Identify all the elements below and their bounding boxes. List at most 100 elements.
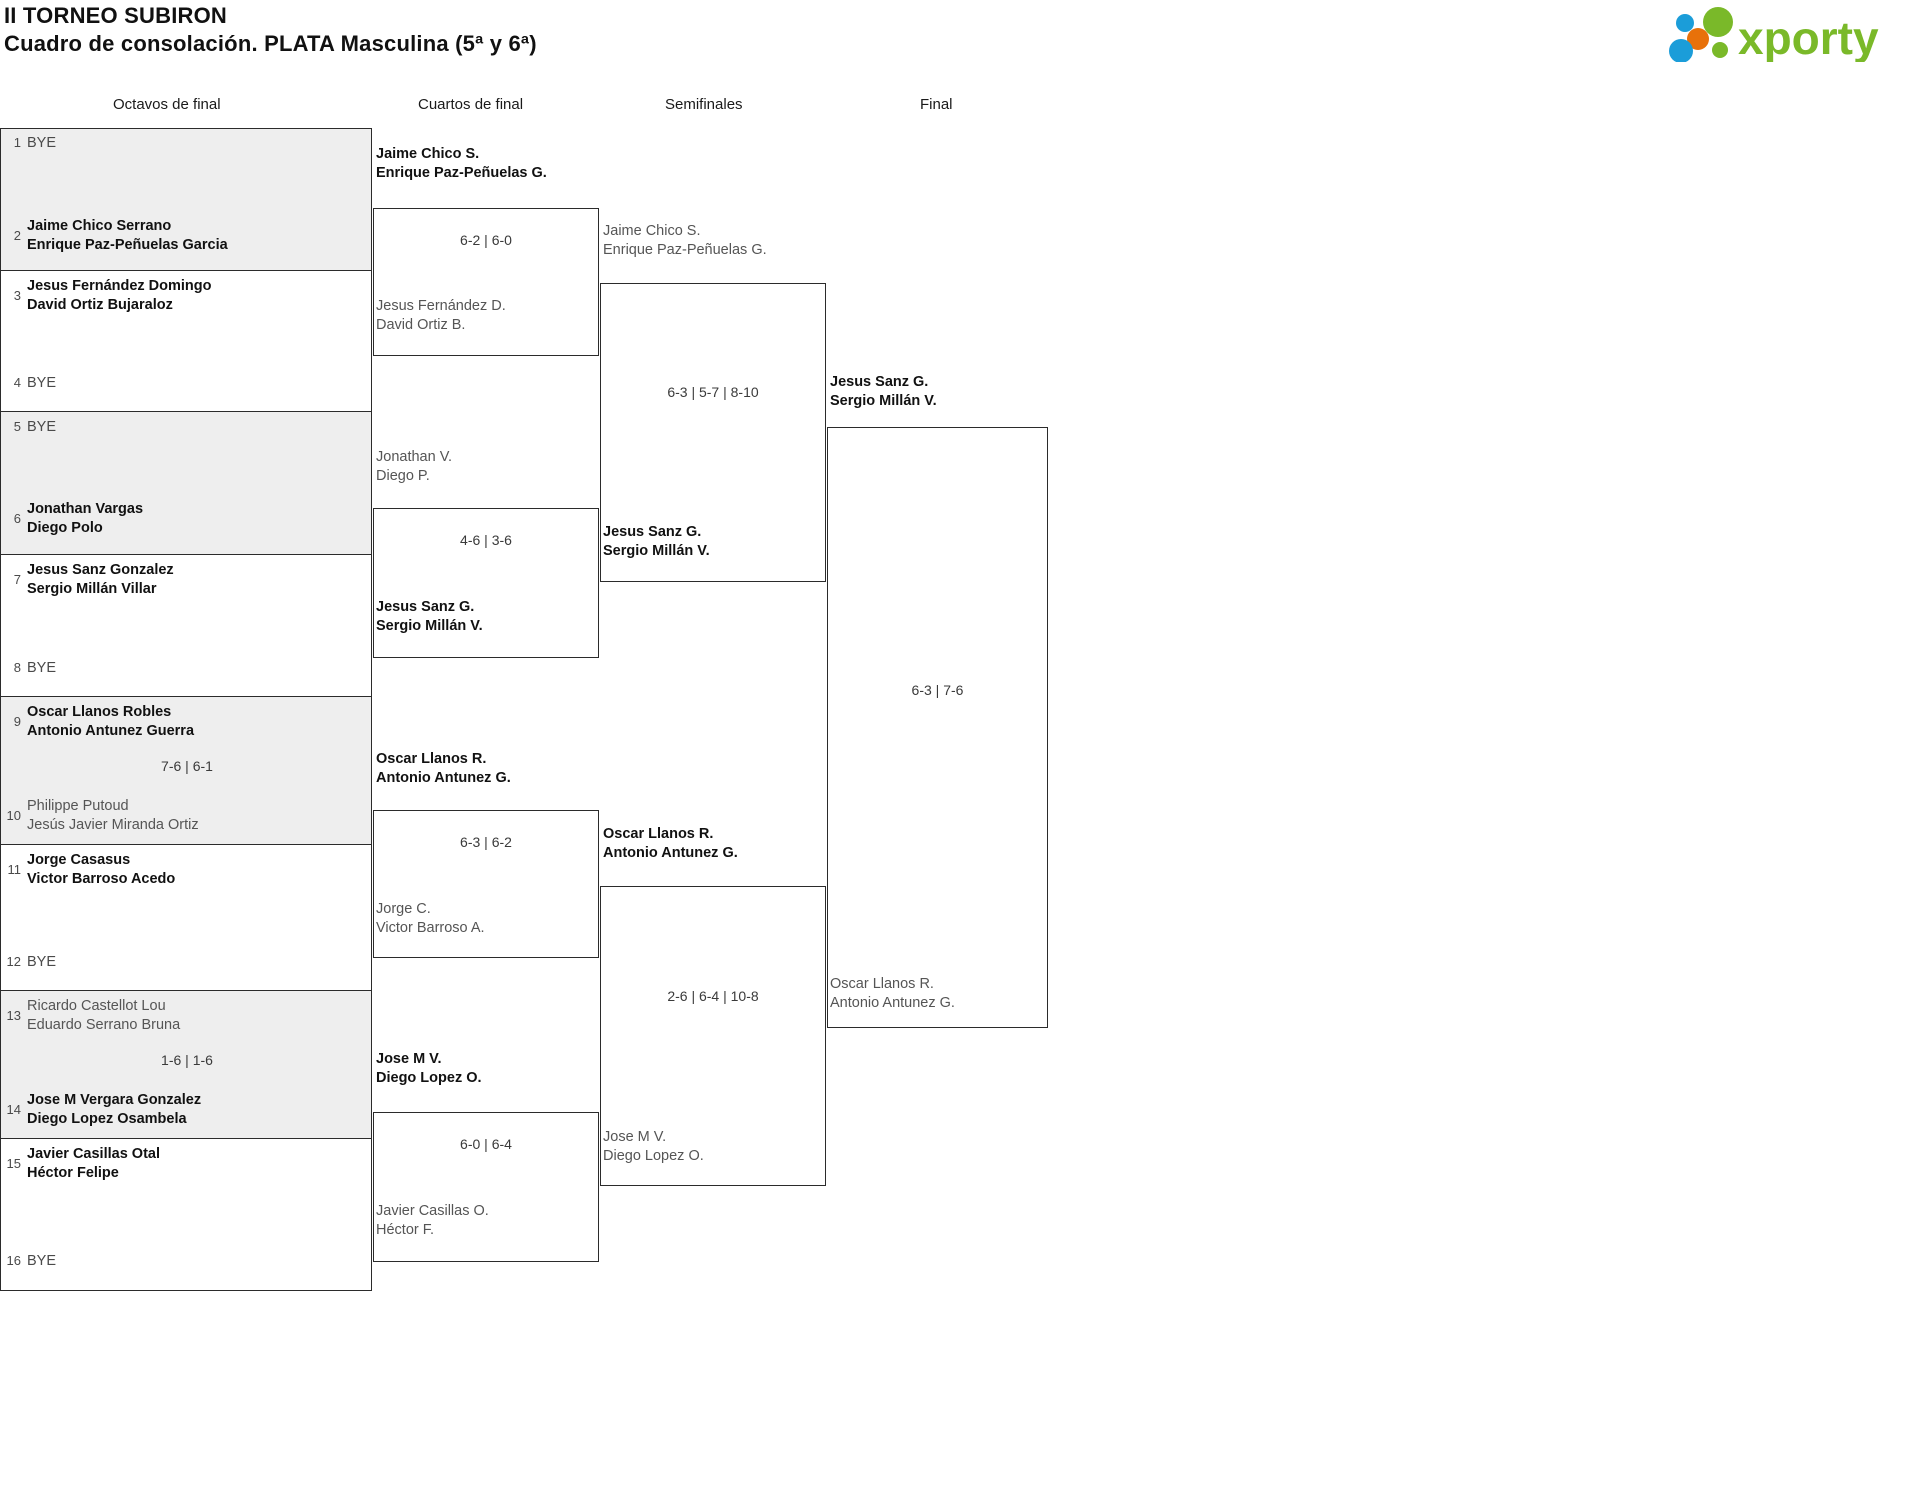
team-names: Oscar Llanos Robles Antonio Antunez Guer… xyxy=(27,703,194,741)
player-1: Javier Casillas O. xyxy=(376,1203,489,1219)
player-1: Oscar Llanos R. xyxy=(376,751,487,767)
player-1: Oscar Llanos R. xyxy=(603,826,714,842)
r1-score-5: 7-6 | 6-1 xyxy=(161,758,213,774)
seed-number: 12 xyxy=(6,954,21,969)
player-1: Jesus Sanz Gonzalez xyxy=(27,562,174,578)
seed-number: 14 xyxy=(6,1102,21,1117)
seed-number: 5 xyxy=(13,419,21,434)
r1-pair-7[interactable]: 13 Ricardo Castellot Lou Eduardo Serrano… xyxy=(0,991,372,1139)
r4-final-box xyxy=(827,427,1048,1028)
player-1: Jesus Sanz G. xyxy=(376,599,475,615)
r1-entry-6[interactable]: 6 Jonathan Vargas Diego Polo xyxy=(1,500,373,538)
r4-final-bottom[interactable]: Oscar Llanos R. Antonio Antunez G. xyxy=(830,975,955,1013)
player-1: Philippe Putoud xyxy=(27,798,129,814)
r2-m2-bottom[interactable]: Jesus Sanz G. Sergio Millán V. xyxy=(376,598,483,636)
bye-label: BYE xyxy=(27,660,57,676)
r1-entry-5[interactable]: 5 BYE xyxy=(1,418,373,437)
r1-entry-1[interactable]: 1 BYE xyxy=(1,134,373,153)
r1-entry-2[interactable]: 2 Jaime Chico Serrano Enrique Paz-Peñuel… xyxy=(1,217,373,255)
round1-column: 1 BYE 2 Jaime Chico Serrano Enrique Paz-… xyxy=(0,128,372,1291)
r3-m1-top[interactable]: Jaime Chico S. Enrique Paz-Peñuelas G. xyxy=(603,222,767,260)
player-2: Antonio Antunez Guerra xyxy=(27,723,195,739)
player-2: Sergio Millán Villar xyxy=(27,581,157,597)
player-2: David Ortiz Bujaraloz xyxy=(27,297,173,313)
r2-m4-top[interactable]: Jose M V. Diego Lopez O. xyxy=(376,1050,482,1088)
player-1: Jose M V. xyxy=(603,1129,667,1145)
seed-number: 6 xyxy=(13,511,21,526)
r1-entry-10[interactable]: 10 Philippe Putoud Jesús Javier Miranda … xyxy=(1,797,373,835)
seed-number: 4 xyxy=(13,375,21,390)
seed-number: 9 xyxy=(13,714,21,729)
r1-pair-8[interactable]: 15 Javier Casillas Otal Héctor Felipe 16… xyxy=(0,1139,372,1291)
r1-entry-4[interactable]: 4 BYE xyxy=(1,374,373,393)
team-names: Ricardo Castellot Lou Eduardo Serrano Br… xyxy=(27,997,180,1035)
player-2: Sergio Millán V. xyxy=(376,618,483,634)
r2-m4-bottom[interactable]: Javier Casillas O. Héctor F. xyxy=(376,1202,489,1240)
r2-m3-box xyxy=(373,810,599,958)
seed-number: 16 xyxy=(6,1253,21,1268)
r2-m1-box xyxy=(373,208,599,356)
r1-pair-4[interactable]: 7 Jesus Sanz Gonzalez Sergio Millán Vill… xyxy=(0,555,372,697)
player-1: Jesus Sanz G. xyxy=(830,374,929,390)
bye-label: BYE xyxy=(27,375,57,391)
team-names: Javier Casillas Otal Héctor Felipe xyxy=(27,1145,160,1183)
player-1: Jesus Sanz G. xyxy=(603,524,702,540)
seed-number: 11 xyxy=(7,862,22,877)
player-1: Jesus Fernández D. xyxy=(376,298,506,314)
player-1: Jaime Chico Serrano xyxy=(27,218,172,234)
r1-entry-3[interactable]: 3 Jesus Fernández Domingo David Ortiz Bu… xyxy=(1,277,373,315)
player-2: Victor Barroso A. xyxy=(376,920,485,936)
r1-entry-8[interactable]: 8 BYE xyxy=(1,659,373,678)
r2-m1-top[interactable]: Jaime Chico S. Enrique Paz-Peñuelas G. xyxy=(376,145,547,183)
seed-number: 3 xyxy=(13,288,21,303)
r1-pair-2[interactable]: 3 Jesus Fernández Domingo David Ortiz Bu… xyxy=(0,271,372,412)
r3-m1-bottom[interactable]: Jesus Sanz G. Sergio Millán V. xyxy=(603,523,710,561)
player-2: Antonio Antunez G. xyxy=(376,770,511,786)
r3-m2-score: 2-6 | 6-4 | 10-8 xyxy=(667,988,759,1004)
r1-entry-7[interactable]: 7 Jesus Sanz Gonzalez Sergio Millán Vill… xyxy=(1,561,373,599)
seed-number: 15 xyxy=(6,1156,21,1171)
r1-entry-14[interactable]: 14 Jose M Vergara Gonzalez Diego Lopez O… xyxy=(1,1091,373,1129)
player-1: Ricardo Castellot Lou xyxy=(27,998,166,1014)
r1-entry-11[interactable]: 11 Jorge Casasus Victor Barroso Acedo xyxy=(1,851,373,889)
r2-m4-score: 6-0 | 6-4 xyxy=(460,1136,512,1152)
player-2: Antonio Antunez G. xyxy=(603,845,738,861)
r1-pair-3[interactable]: 5 BYE 6 Jonathan Vargas Diego Polo xyxy=(0,412,372,555)
r1-entry-12[interactable]: 12 BYE xyxy=(1,953,373,972)
logo-dots xyxy=(1669,7,1733,62)
r2-m3-bottom[interactable]: Jorge C. Victor Barroso A. xyxy=(376,900,485,938)
r3-m2-top[interactable]: Oscar Llanos R. Antonio Antunez G. xyxy=(603,825,738,863)
bye-label: BYE xyxy=(27,419,57,435)
team-names: Jorge Casasus Victor Barroso Acedo xyxy=(27,851,175,889)
player-1: Jaime Chico S. xyxy=(376,146,480,162)
r3-m2-box xyxy=(600,886,826,1186)
player-2: Diego Polo xyxy=(27,520,103,536)
r2-m1-bottom[interactable]: Jesus Fernández D. David Ortiz B. xyxy=(376,297,506,335)
r2-m2-box xyxy=(373,508,599,658)
player-1: Jesus Fernández Domingo xyxy=(27,278,212,294)
team-names: Philippe Putoud Jesús Javier Miranda Ort… xyxy=(27,797,199,835)
player-2: Héctor Felipe xyxy=(27,1165,119,1181)
round-header-final: Final xyxy=(920,96,953,113)
r1-pair-5[interactable]: 9 Oscar Llanos Robles Antonio Antunez Gu… xyxy=(0,697,372,845)
player-1: Oscar Llanos Robles xyxy=(27,704,172,720)
r2-m2-top[interactable]: Jonathan V. Diego P. xyxy=(376,448,452,486)
team-names: Jose M Vergara Gonzalez Diego Lopez Osam… xyxy=(27,1091,201,1129)
seed-number: 7 xyxy=(13,572,21,587)
player-2: Enrique Paz-Peñuelas Garcia xyxy=(27,237,228,253)
player-2: Sergio Millán V. xyxy=(830,393,937,409)
r1-pair-6[interactable]: 11 Jorge Casasus Victor Barroso Acedo 12… xyxy=(0,845,372,991)
r1-entry-13[interactable]: 13 Ricardo Castellot Lou Eduardo Serrano… xyxy=(1,997,373,1035)
player-1: Jorge Casasus xyxy=(27,852,131,868)
r1-entry-16[interactable]: 16 BYE xyxy=(1,1252,373,1271)
player-2: Diego Lopez Osambela xyxy=(27,1111,187,1127)
r1-entry-15[interactable]: 15 Javier Casillas Otal Héctor Felipe xyxy=(1,1145,373,1183)
r4-final-top[interactable]: Jesus Sanz G. Sergio Millán V. xyxy=(830,373,937,411)
r1-pair-1[interactable]: 1 BYE 2 Jaime Chico Serrano Enrique Paz-… xyxy=(0,128,372,271)
player-1: Javier Casillas Otal xyxy=(27,1146,160,1162)
r2-m3-top[interactable]: Oscar Llanos R. Antonio Antunez G. xyxy=(376,750,511,788)
xporty-logo[interactable]: xporty xyxy=(1668,6,1898,62)
r3-m2-bottom[interactable]: Jose M V. Diego Lopez O. xyxy=(603,1128,704,1166)
r1-entry-9[interactable]: 9 Oscar Llanos Robles Antonio Antunez Gu… xyxy=(1,703,373,741)
